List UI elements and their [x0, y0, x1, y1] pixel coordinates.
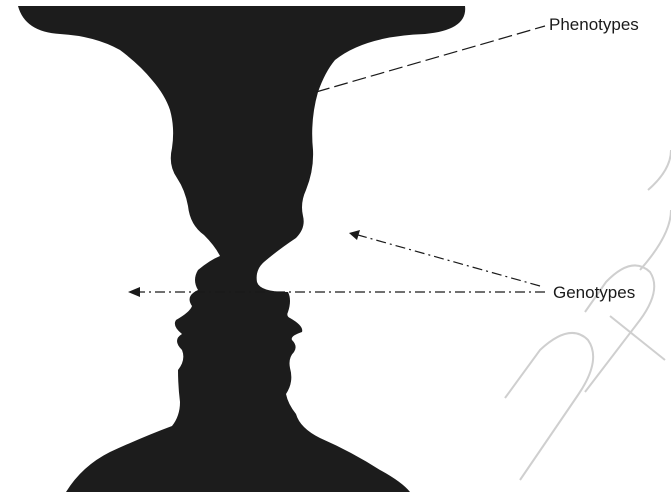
- genotypes-upper-arrowhead: [349, 230, 360, 240]
- vase-silhouette: [18, 6, 465, 492]
- genotypes-upper-arrow-line: [358, 235, 540, 286]
- genotypes-horizontal-arrowhead: [128, 287, 140, 297]
- watermark: [505, 150, 671, 480]
- genotypes-label: Genotypes: [553, 284, 635, 301]
- phenotypes-label: Phenotypes: [549, 16, 639, 33]
